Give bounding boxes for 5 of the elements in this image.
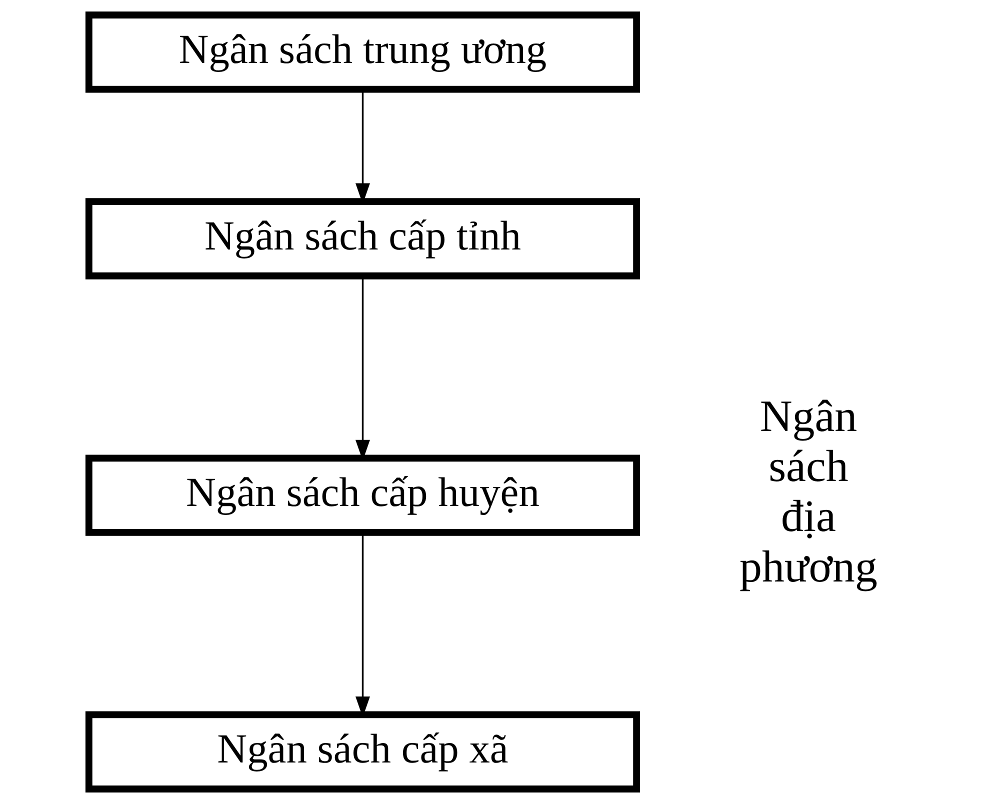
node-box: Ngân sách cấp xã xyxy=(84,711,640,792)
node-box: Ngân sách cấp huyện xyxy=(84,454,640,536)
node-box: Ngân sách cấp tỉnh xyxy=(84,198,640,280)
label: Ngân sách địa phương xyxy=(739,391,877,592)
node-box: Ngân sách trung ương xyxy=(84,12,640,93)
